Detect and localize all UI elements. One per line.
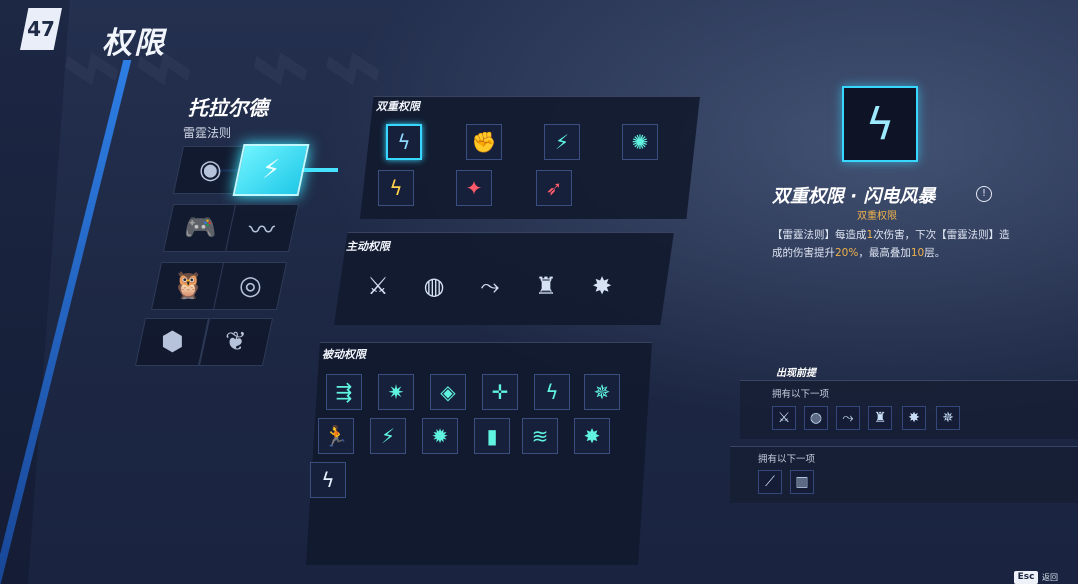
compass-icon: ✛ xyxy=(491,380,509,404)
bolt-cube-icon: ϟ xyxy=(321,468,335,492)
desc-highlight: 1 xyxy=(866,229,874,241)
desc-part: 【雷霆法则】每造成 xyxy=(772,229,867,241)
active-warrior[interactable]: ♜ xyxy=(528,268,564,304)
dual-lightning-pillar[interactable]: ϟ xyxy=(378,170,414,206)
slash-icon[interactable]: ⟋ xyxy=(758,470,782,494)
hero-subtitle: 雷霆法则 xyxy=(183,126,232,140)
hero-slot-target-ring[interactable]: ◎ xyxy=(212,262,288,310)
desc-part: 次伤害，下次【雷霆法则】造成的伤害提升 xyxy=(772,229,1010,259)
passive-arrow-dash[interactable]: ⇶ xyxy=(326,374,362,410)
dual-burst-net[interactable]: ✺ xyxy=(622,124,658,160)
detail-type: 双重权限 xyxy=(857,211,897,222)
cube-icon: ⬢ xyxy=(160,327,184,357)
dual-crystal-burst[interactable]: ✦ xyxy=(456,170,492,206)
crimson-dash-icon: ➶ xyxy=(545,176,563,200)
back-label[interactable]: 返回 xyxy=(1042,573,1058,582)
ground-shock-icon: ✹ xyxy=(431,424,449,448)
split-heart-icon: ❦ xyxy=(225,327,247,357)
eruption-icon: ✸ xyxy=(583,424,601,448)
passive-double-bolt[interactable]: ϟ xyxy=(534,374,570,410)
detail-title: 双重权限 · 闪电风暴 xyxy=(772,186,936,207)
slot-connector-active xyxy=(300,168,338,172)
detail-description: 【雷霆法则】每造成1次伤害，下次【雷霆法则】造成的伤害提升20%，最高叠加10层… xyxy=(772,226,1012,262)
eye-bolt-icon: ◈ xyxy=(440,380,456,404)
esc-key[interactable]: Esc xyxy=(1014,571,1038,584)
fist-impact-icon: ✊ xyxy=(471,130,497,154)
desc-highlight: 10 xyxy=(910,247,925,259)
desc-part: 层。 xyxy=(924,247,946,259)
barrier-icon[interactable]: ▥ xyxy=(790,470,814,494)
burst-net-icon: ✺ xyxy=(631,130,649,154)
passive-permission-title: 被动权限 xyxy=(322,348,366,361)
target-ring-icon: ◎ xyxy=(238,271,262,301)
dual-lightning-storm[interactable]: ϟ xyxy=(386,124,422,160)
hero-slot-lightning-rune[interactable]: ⚡ xyxy=(232,144,310,196)
runner-icon: 🏃 xyxy=(323,424,349,448)
active-blades[interactable]: ⚔ xyxy=(360,268,396,304)
gamepad-icon: 🎮 xyxy=(183,213,217,243)
requirement-label: 拥有以下一项 xyxy=(758,454,816,465)
passive-battery[interactable]: ▮ xyxy=(474,418,510,454)
hero-slot-split-heart[interactable]: ❦ xyxy=(198,318,274,366)
active-kick[interactable]: ✸ xyxy=(584,268,620,304)
dual-chain-lightning[interactable]: ⚡ xyxy=(544,124,580,160)
kick-icon: ✸ xyxy=(591,272,613,300)
requirement-group-2 xyxy=(730,446,1078,503)
passive-eruption[interactable]: ✸ xyxy=(574,418,610,454)
page-title: 权限 xyxy=(102,26,166,61)
owl-icon: 🦉 xyxy=(171,271,205,301)
selected-permission-icon: ϟ xyxy=(842,86,918,162)
spark-ring-icon: ✷ xyxy=(387,380,405,404)
desc-highlight: 20% xyxy=(835,247,859,259)
double-bolt-icon: ϟ xyxy=(545,380,559,404)
dual-crimson-dash[interactable]: ➶ xyxy=(536,170,572,206)
requirement-label: 拥有以下一项 xyxy=(772,389,830,400)
passive-bolt-cube[interactable]: ϟ xyxy=(310,462,346,498)
dual-fist-impact[interactable]: ✊ xyxy=(466,124,502,160)
info-icon[interactable]: ! xyxy=(976,186,992,202)
hero-name: 托拉尔德 xyxy=(188,96,268,120)
kick-icon[interactable]: ✸ xyxy=(902,406,926,430)
requirements-title: 出现前提 xyxy=(776,368,816,379)
scatter-bolt-icon[interactable]: ✵ xyxy=(936,406,960,430)
passive-compass[interactable]: ✛ xyxy=(482,374,518,410)
chain-lightning-icon: ⚡ xyxy=(554,130,570,154)
lightning-storm-icon: ϟ xyxy=(865,98,895,150)
hero-slot-zigzag[interactable]: 〰 xyxy=(224,204,300,252)
battery-icon: ▮ xyxy=(486,424,498,448)
orb-strike-icon[interactable]: ◍ xyxy=(804,406,828,430)
zigzag-icon: 〰 xyxy=(248,215,275,246)
passive-runner[interactable]: 🏃 xyxy=(318,418,354,454)
warrior-icon: ♜ xyxy=(535,272,557,300)
crystal-burst-icon: ✦ xyxy=(465,176,483,200)
blades-icon[interactable]: ⚔ xyxy=(772,406,796,430)
passive-speed-lines[interactable]: ≋ xyxy=(522,418,558,454)
bolt-shield-icon: ⚡ xyxy=(380,424,396,448)
dual-permission-title: 双重权限 xyxy=(376,100,420,113)
boot-dash-icon: ⤳ xyxy=(480,272,500,300)
passive-ground-shock[interactable]: ✹ xyxy=(422,418,458,454)
passive-bolt-shield[interactable]: ⚡ xyxy=(370,418,406,454)
passive-spark-ring[interactable]: ✷ xyxy=(378,374,414,410)
warrior-icon[interactable]: ♜ xyxy=(868,406,892,430)
orb-strike-icon: ◍ xyxy=(423,272,445,300)
scatter-bolt-icon: ✵ xyxy=(593,380,611,404)
active-boot-dash[interactable]: ⤳ xyxy=(472,268,508,304)
desc-part: ，最高叠加 xyxy=(858,247,911,259)
passive-eye-bolt[interactable]: ◈ xyxy=(430,374,466,410)
lightning-rune-icon: ⚡ xyxy=(261,155,281,185)
blades-icon: ⚔ xyxy=(367,272,389,300)
eye-spiral-icon: ◉ xyxy=(198,155,222,185)
active-permission-panel xyxy=(334,232,674,325)
lightning-storm-icon: ϟ xyxy=(397,130,411,154)
boot-dash-icon[interactable]: ⤳ xyxy=(836,406,860,430)
speed-lines-icon: ≋ xyxy=(531,424,549,448)
active-permission-title: 主动权限 xyxy=(346,240,390,253)
hero-slot-cube[interactable]: ⬢ xyxy=(134,318,210,366)
lightning-pillar-icon: ϟ xyxy=(389,176,403,200)
active-orb-strike[interactable]: ◍ xyxy=(416,268,452,304)
arrow-dash-icon: ⇶ xyxy=(335,380,353,404)
passive-scatter-bolt[interactable]: ✵ xyxy=(584,374,620,410)
